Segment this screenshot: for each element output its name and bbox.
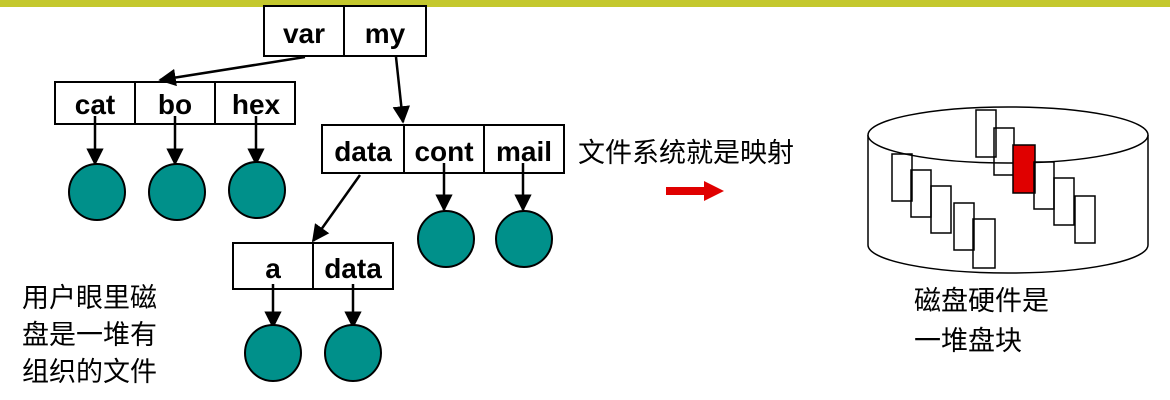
mapping-label: 文件系统就是映射 — [578, 138, 794, 169]
file-node-data — [324, 324, 382, 382]
dir-entry-my: my — [365, 18, 406, 49]
disk-block — [1053, 177, 1075, 226]
disk-block — [975, 109, 997, 158]
dir-entry-cat: cat — [75, 89, 115, 120]
dir-entry-data-2: data — [324, 253, 382, 284]
disk-blocks — [891, 109, 1096, 269]
dir-cell — [312, 242, 394, 290]
dir-entry-data: data — [334, 136, 392, 167]
file-nodes — [68, 161, 553, 382]
dir-entry-hex: hex — [232, 89, 281, 120]
disk-block — [891, 153, 913, 202]
disk-block — [930, 185, 952, 234]
dir-entry-cont: cont — [414, 136, 473, 167]
root-directory: var my — [263, 5, 427, 57]
dir-cell — [263, 5, 345, 57]
file-node-cont — [417, 210, 475, 268]
tree-edges — [86, 55, 532, 329]
user-view-caption-line: 组织的文件 — [22, 357, 157, 388]
data-directory: a data — [232, 242, 394, 290]
file-node-bo — [148, 163, 206, 221]
dir-entry-bo: bo — [158, 89, 192, 120]
var-directory: cat bo hex — [54, 81, 296, 125]
disk-block — [953, 202, 975, 251]
disk-block — [1074, 195, 1096, 244]
dir-entry-a: a — [265, 253, 281, 284]
disk-caption-line: 磁盘硬件是 — [914, 286, 1049, 317]
user-view-caption-line: 用户眼里磁 — [22, 283, 157, 314]
file-node-a — [244, 324, 302, 382]
disk-caption: 磁盘硬件是 一堆盘块 — [914, 286, 1049, 357]
dir-cell — [321, 124, 405, 174]
user-view-caption-line: 盘是一堆有 — [22, 320, 157, 351]
dir-entry-mail: mail — [496, 136, 552, 167]
right-arrow-icon — [666, 181, 724, 201]
disk-caption-line: 一堆盘块 — [914, 326, 1022, 357]
edge-my-to-dir — [392, 56, 411, 124]
disk-block — [972, 218, 996, 269]
disk-block-highlighted — [1012, 144, 1036, 194]
user-view-caption: 用户眼里磁 盘是一堆有 组织的文件 — [22, 283, 157, 388]
disk-cylinder-icon — [867, 106, 1149, 274]
file-node-hex — [228, 161, 286, 219]
file-node-cat — [68, 163, 126, 221]
edge-var-to-dir — [158, 55, 306, 87]
dir-cell — [343, 5, 427, 57]
edge-data-to-dir — [311, 174, 362, 243]
dir-entry-var: var — [283, 18, 325, 49]
file-node-mail — [495, 210, 553, 268]
top-bar — [0, 0, 1170, 7]
